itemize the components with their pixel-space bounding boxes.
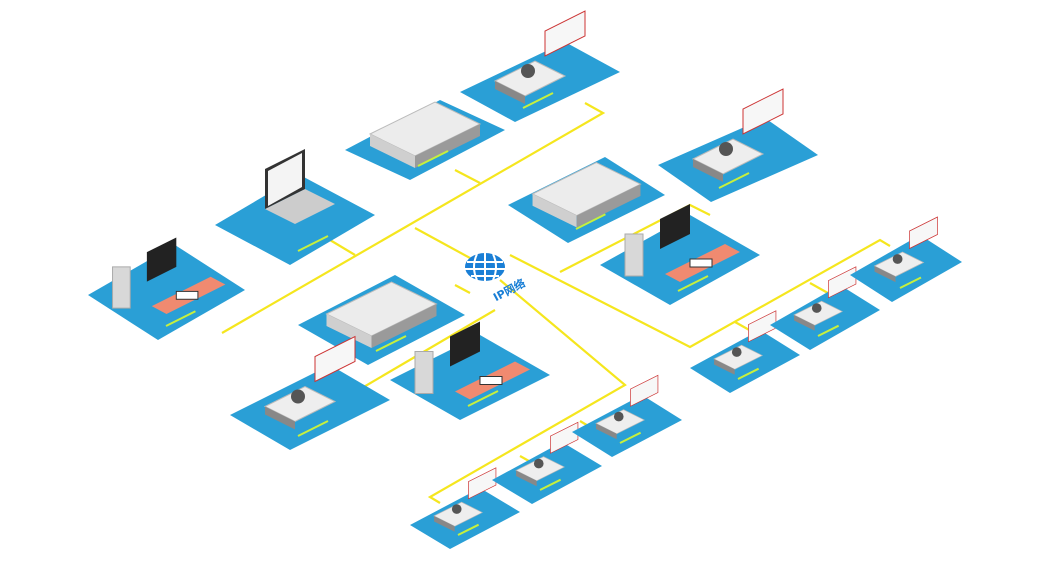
platform-terminal [460,10,620,122]
terminal-icon [515,421,579,487]
device-caption-mark [297,420,329,437]
terminal-icon [691,88,784,182]
device-caption-mark [677,275,709,292]
platform-terminal [690,310,800,393]
platform-terminal [492,421,602,504]
device-caption-mark [817,324,840,337]
platform-terminal [658,88,818,202]
terminal-icon [713,310,777,375]
device-caption-mark [417,150,449,167]
device-caption-mark [457,523,480,536]
platform-pc [88,237,245,340]
terminal-icon [263,335,356,430]
device-caption-mark [718,172,750,189]
terminal-icon [493,10,586,104]
device-caption-mark [575,213,606,230]
server-icon [325,281,438,348]
network-link [427,279,627,504]
server-icon [531,162,642,228]
terminal-icon [873,216,938,283]
device-platforms [88,10,962,549]
network-link [221,102,606,334]
device-caption-mark [539,478,562,491]
platform-pc [390,321,550,420]
platform-laptop [215,149,375,265]
platform-server [345,100,505,180]
network-link [329,239,356,256]
ip-network-globe-icon [465,253,505,281]
platform-terminal [572,374,682,457]
platform-pc [600,204,760,305]
device-caption-mark [467,390,499,407]
device-caption-mark [899,276,922,289]
device-caption-mark [737,367,760,380]
network-link [454,284,471,294]
terminal-icon [595,374,659,440]
platform-terminal [410,467,520,549]
platform-terminal [850,216,962,302]
platform-terminal [230,335,390,450]
pc-icon [414,321,530,400]
device-caption-mark [297,235,329,252]
laptop-icon [265,149,335,224]
network-link [454,169,481,184]
pc-icon [624,204,740,282]
device-caption-mark [375,335,407,352]
platform-server [298,275,465,365]
device-caption-mark [619,431,642,444]
platform-server [508,157,665,243]
platform-terminal [770,266,880,350]
pc-icon [112,237,226,314]
network-link [509,238,891,349]
terminal-icon [433,467,497,532]
network-link [414,227,471,259]
device-caption-mark [522,92,554,109]
terminal-icon [793,266,857,331]
device-caption-mark [165,310,196,327]
server-icon [368,101,482,168]
